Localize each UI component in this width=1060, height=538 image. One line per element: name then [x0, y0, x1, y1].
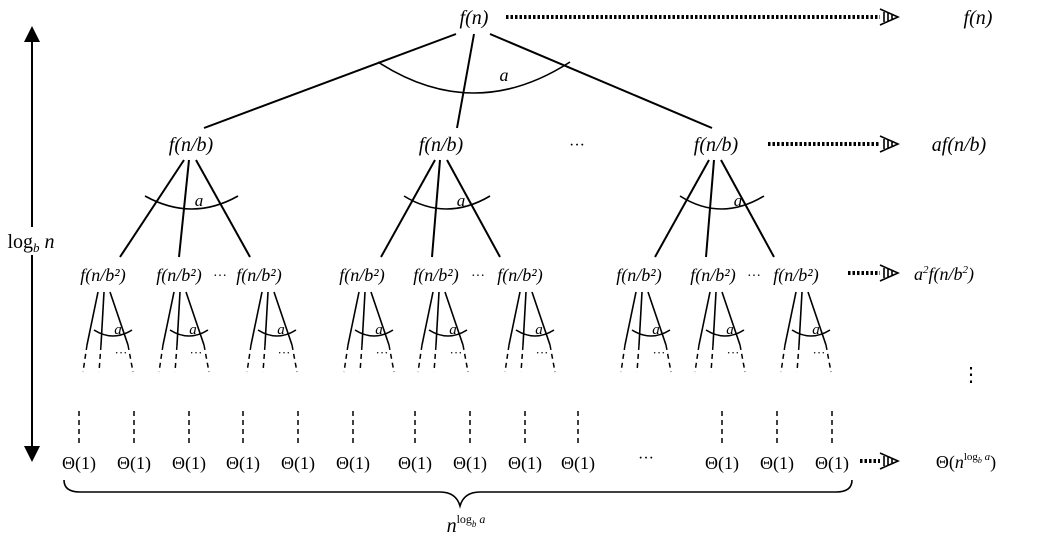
level2-ellipsis: ···: [213, 269, 227, 284]
leaf-count-label: nlogb a: [447, 512, 486, 537]
leaf-label: Θ(1): [62, 453, 96, 474]
branch-factor-label: a: [449, 322, 457, 338]
branch-factor-label: a: [277, 322, 285, 338]
leaf-label: Θ(1): [815, 453, 849, 474]
branch-factor-label: a: [726, 322, 734, 338]
level2-node-label: f(n/b²): [773, 265, 818, 286]
subtree-ellipsis: ···: [727, 345, 740, 360]
row-costs: f(n) af(n/b) a2f(n/b2) ⋮ Θ(nlogb a): [914, 7, 996, 473]
branch-factor-label: a: [457, 191, 466, 210]
level2-ellipsis: ···: [471, 269, 485, 284]
leaf-label: Θ(1): [760, 453, 794, 474]
subtree-ellipsis: ···: [190, 345, 203, 360]
level1-ellipsis: ···: [569, 137, 585, 154]
level-2-subtrees: a ··· a ··· a ··· a ··· a ··· a: [82, 291, 832, 373]
level2-node-label: f(n/b²): [497, 265, 542, 286]
leaf-label: Θ(1): [172, 453, 206, 474]
height-axis: logb n: [6, 26, 66, 462]
row-cost-leaves: Θ(nlogb a): [936, 451, 996, 473]
level2-node-label: f(n/b²): [156, 265, 201, 286]
branch-factor-label: a: [652, 322, 660, 338]
level-2-nodes: f(n/b²) f(n/b²) ··· f(n/b²) f(n/b²) f(n/…: [80, 265, 818, 286]
level1-node-label: f(n/b): [694, 134, 739, 156]
branch-factor-label: a: [375, 322, 383, 338]
branch-line: [456, 33, 475, 129]
level1-node-label: f(n/b): [419, 134, 464, 156]
level2-ellipsis: ···: [747, 269, 761, 284]
root-branches: a: [203, 33, 713, 129]
branch-factor-label: a: [734, 191, 743, 210]
level2-node-label: f(n/b²): [616, 265, 661, 286]
level2-node-label: f(n/b²): [339, 265, 384, 286]
leaf-label: Θ(1): [508, 453, 542, 474]
leaf-connectors: [78, 411, 833, 446]
level2-node-label: f(n/b²): [80, 265, 125, 286]
subtree-ellipsis: ···: [450, 345, 463, 360]
leaf-ellipsis: ···: [638, 450, 654, 467]
row-cost-level1: af(n/b): [932, 134, 987, 156]
leaf-label: Θ(1): [336, 453, 370, 474]
subtree-ellipsis: ···: [653, 345, 666, 360]
branch-factor-label: a: [535, 322, 543, 338]
branch-factor-label: a: [812, 322, 820, 338]
leaf-label: Θ(1): [226, 453, 260, 474]
branch-line: [203, 33, 457, 129]
row-cost-level0: f(n): [964, 7, 993, 29]
leaf-brace: nlogb a: [63, 479, 853, 537]
subtree-ellipsis: ···: [115, 345, 128, 360]
branch-factor-label: a: [195, 191, 204, 210]
leaf-label: Θ(1): [561, 453, 595, 474]
leaf-label: Θ(1): [453, 453, 487, 474]
branch-factor-label: a: [114, 322, 122, 338]
level1-node-label: f(n/b): [169, 134, 214, 156]
subtree-ellipsis: ···: [813, 345, 826, 360]
branch-arc: [377, 61, 571, 94]
subtree-ellipsis: ···: [536, 345, 549, 360]
level2-node-label: f(n/b²): [236, 265, 281, 286]
subtree-ellipsis: ···: [278, 345, 291, 360]
level-1-branches: a a a: [119, 159, 775, 258]
row-cost-middle: ⋮: [961, 364, 981, 386]
branch-line: [489, 33, 713, 129]
leaf-label: Θ(1): [398, 453, 432, 474]
row-cost-level2: a2f(n/b2): [914, 264, 974, 285]
level2-node-label: f(n/b²): [413, 265, 458, 286]
row-cost-arrows: [506, 8, 900, 470]
level2-node-label: f(n/b²): [690, 265, 735, 286]
root-label: f(n): [460, 7, 489, 29]
level-1-nodes: f(n/b) f(n/b) ··· f(n/b): [169, 134, 739, 156]
leaf-row: Θ(1) Θ(1) Θ(1) Θ(1) Θ(1) Θ(1) Θ(1) Θ(1) …: [62, 450, 849, 474]
subtree-ellipsis: ···: [376, 345, 389, 360]
branch-factor-label: a: [500, 65, 509, 85]
height-label: logb n: [7, 231, 54, 255]
leaf-label: Θ(1): [117, 453, 151, 474]
leaf-label: Θ(1): [281, 453, 315, 474]
root-node: f(n): [460, 7, 489, 29]
branch-factor-label: a: [189, 322, 197, 338]
leaf-label: Θ(1): [705, 453, 739, 474]
